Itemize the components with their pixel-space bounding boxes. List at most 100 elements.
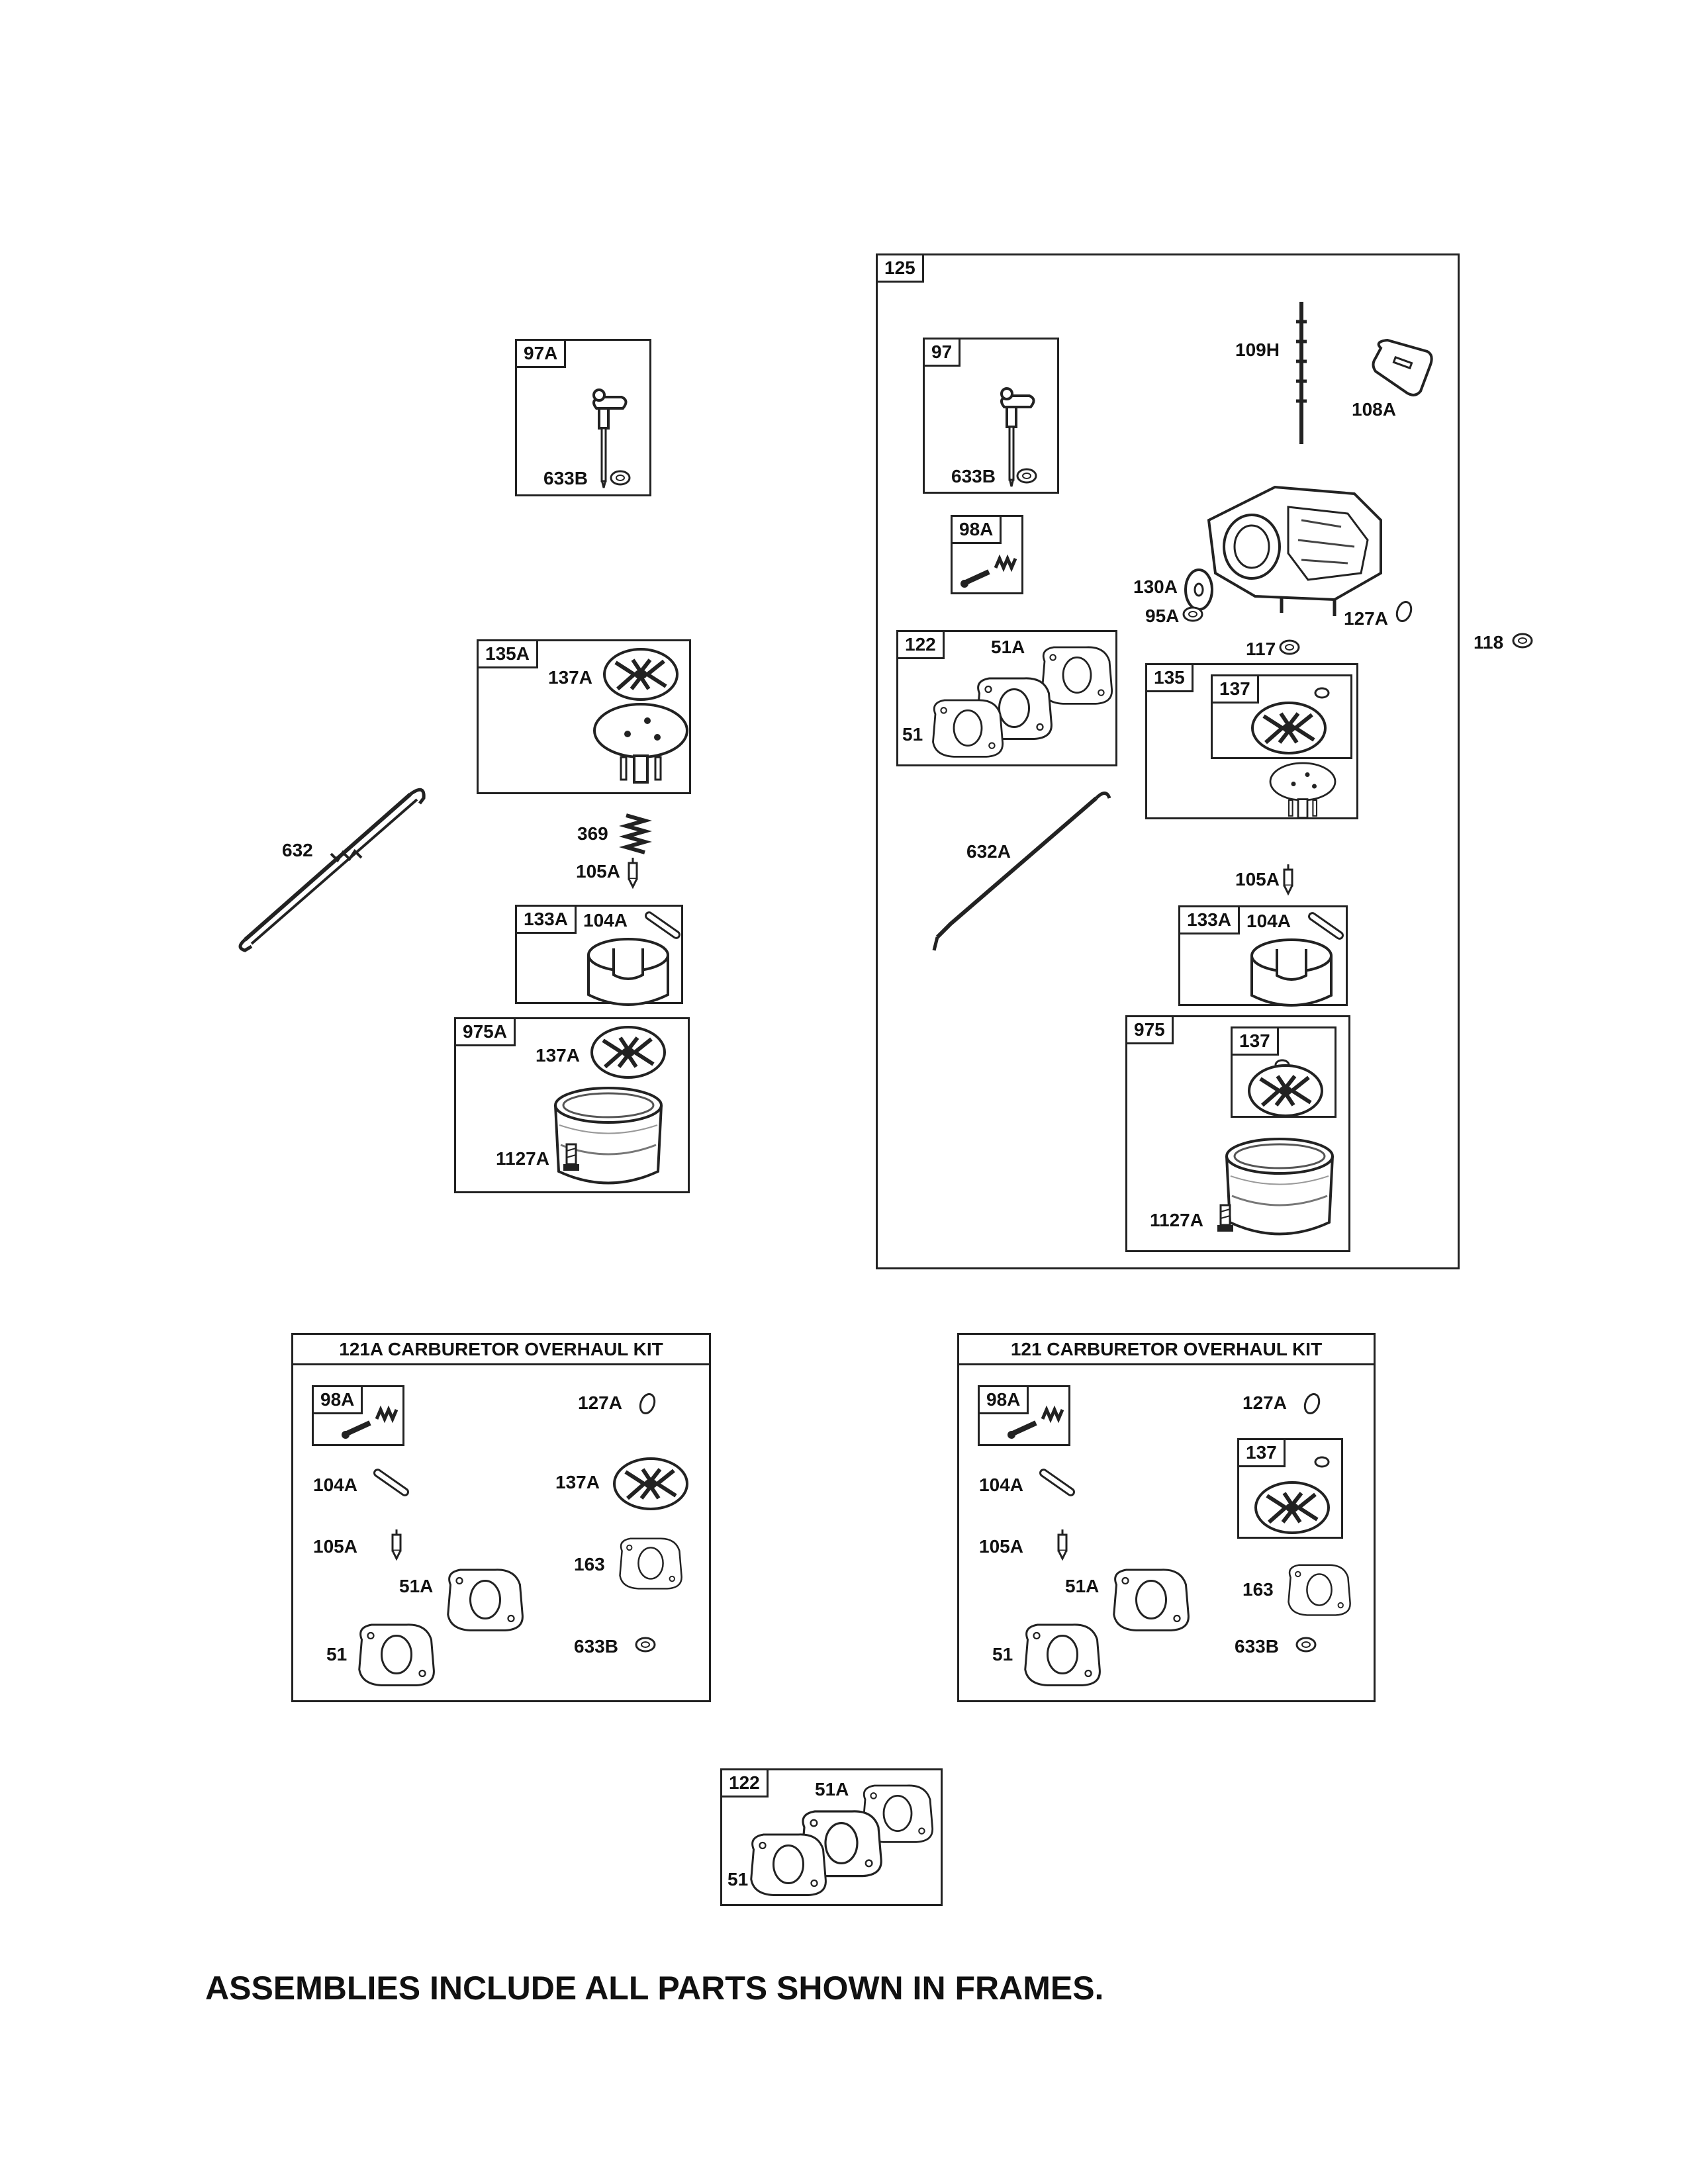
label-109H: 109H: [1235, 340, 1280, 360]
screw-spring-icon: [959, 553, 1025, 593]
label-51: 51: [326, 1644, 348, 1664]
frame-125-tag: 125: [878, 255, 924, 283]
frame-122-tag: 122: [722, 1770, 769, 1797]
label-105A: 105A: [576, 861, 620, 882]
label-104A: 104A: [313, 1475, 357, 1495]
gasket-icon: [1024, 1623, 1101, 1686]
carburetor-body-icon: [1207, 485, 1382, 616]
needle-icon: [628, 856, 638, 888]
label-51A: 51A: [399, 1576, 434, 1596]
label-51: 51: [992, 1644, 1013, 1664]
frame-135-tag: 135: [1147, 665, 1194, 692]
diaphragm-icon: [588, 1023, 668, 1082]
frame-133A-tag: 133A: [517, 907, 577, 934]
label-51A: 51A: [991, 637, 1025, 657]
needle-icon: [1057, 1528, 1068, 1560]
pin-icon: [1038, 1467, 1076, 1498]
nut-icon: [1295, 1637, 1317, 1653]
diaphragm-icon: [1249, 696, 1329, 756]
frame-98A: 98A: [978, 1385, 1070, 1446]
frame-975A: 975A 137A 1127A: [454, 1017, 690, 1193]
gasket-icon: [1113, 1569, 1190, 1631]
diaphragm-icon: [1252, 1480, 1332, 1536]
gasket-icon: [932, 699, 1004, 758]
pin-icon: [1307, 911, 1345, 941]
label-51: 51: [902, 724, 923, 745]
bolt-icon: [1216, 1204, 1235, 1233]
label-130A: 130A: [1133, 576, 1178, 597]
label-117: 117: [1246, 639, 1276, 659]
frame-97-tag: 97: [925, 340, 961, 367]
nut-icon: [610, 470, 631, 486]
label-118: 118: [1474, 632, 1504, 653]
label-105A: 105A: [1235, 869, 1280, 889]
o-ring-icon: [636, 1390, 659, 1417]
frame-98A-tag: 98A: [980, 1387, 1029, 1414]
label-127A: 127A: [1243, 1392, 1287, 1413]
screw-icon: [1182, 606, 1203, 622]
nut-icon: [1016, 468, 1037, 484]
pedestal-icon: [1269, 762, 1336, 819]
screw-spring-icon: [340, 1400, 406, 1440]
diaphragm-icon: [1246, 1064, 1325, 1117]
frame-137: 137: [1237, 1438, 1343, 1539]
needle-icon: [1283, 863, 1293, 895]
label-633B: 633B: [1235, 1636, 1279, 1657]
bolt-icon: [562, 1143, 581, 1172]
gasket-icon: [358, 1623, 435, 1686]
frame-97A: 97A 633B: [515, 339, 651, 496]
frame-98A-tag: 98A: [953, 517, 1002, 544]
frame-97A-tag: 97A: [517, 341, 567, 368]
label-137A: 137A: [548, 667, 592, 688]
kit-121A-title: 121A CARBURETOR OVERHAUL KIT: [293, 1335, 709, 1365]
frame-137-tag: 137: [1239, 1440, 1286, 1467]
frame-975: 975 137 1127A: [1125, 1015, 1350, 1252]
frame-137-tag: 137: [1233, 1028, 1279, 1056]
kit-121-title: 121 CARBURETOR OVERHAUL KIT: [959, 1335, 1374, 1365]
kit-121A: 121A CARBURETOR OVERHAUL KIT 98A 127A 10…: [291, 1333, 711, 1702]
gasket-icon: [750, 1833, 827, 1896]
frame-122: 122 51A 51: [896, 630, 1117, 766]
gasket-icon: [619, 1537, 682, 1590]
frame-135: 135 137: [1145, 663, 1358, 819]
governor-link-icon: [932, 792, 1111, 951]
o-ring-icon: [1314, 1456, 1330, 1468]
frame-133A: 133A 104A: [1178, 905, 1348, 1007]
label-137A: 137A: [536, 1045, 580, 1066]
frame-98A: 98A: [951, 515, 1023, 594]
washer-icon: [1279, 639, 1300, 655]
label-51: 51: [727, 1869, 749, 1889]
frame-135A: 135A 137A: [477, 639, 691, 794]
label-1127A: 1127A: [1150, 1210, 1203, 1230]
bushing-icon: [1184, 569, 1213, 611]
o-ring-icon: [1314, 687, 1330, 699]
pin-icon: [643, 910, 682, 940]
footer-note: ASSEMBLIES INCLUDE ALL PARTS SHOWN IN FR…: [205, 1970, 1104, 2007]
label-104A: 104A: [583, 910, 628, 931]
frame-135A-tag: 135A: [479, 641, 538, 668]
label-163: 163: [1243, 1579, 1274, 1600]
float-icon: [1250, 938, 1333, 1007]
label-51A: 51A: [815, 1779, 849, 1799]
label-104A: 104A: [1246, 911, 1291, 931]
diaphragm-icon: [611, 1454, 690, 1514]
nut-icon: [635, 1637, 656, 1653]
frame-137: 137: [1211, 674, 1352, 759]
label-633B: 633B: [951, 466, 996, 486]
gasket-icon: [1288, 1564, 1351, 1616]
kit-121: 121 CARBURETOR OVERHAUL KIT 98A 127A 137…: [957, 1333, 1376, 1702]
label-369: 369: [577, 823, 608, 844]
pedestal-icon: [593, 703, 688, 784]
label-633B: 633B: [543, 468, 588, 488]
label-163: 163: [574, 1554, 605, 1574]
label-1127A: 1127A: [496, 1148, 549, 1169]
frame-98A-tag: 98A: [314, 1387, 363, 1414]
frame-137-tag: 137: [1213, 676, 1259, 704]
label-104A: 104A: [979, 1475, 1023, 1495]
frame-125: 125 97 633B 98A 109H 108A 130A 95A 127A …: [876, 253, 1460, 1269]
label-95A: 95A: [1145, 606, 1180, 626]
bowl-icon: [1225, 1138, 1334, 1236]
label-127A: 127A: [578, 1392, 622, 1413]
frame-975A-tag: 975A: [456, 1019, 516, 1046]
frame-133A-tag: 133A: [1180, 907, 1240, 934]
